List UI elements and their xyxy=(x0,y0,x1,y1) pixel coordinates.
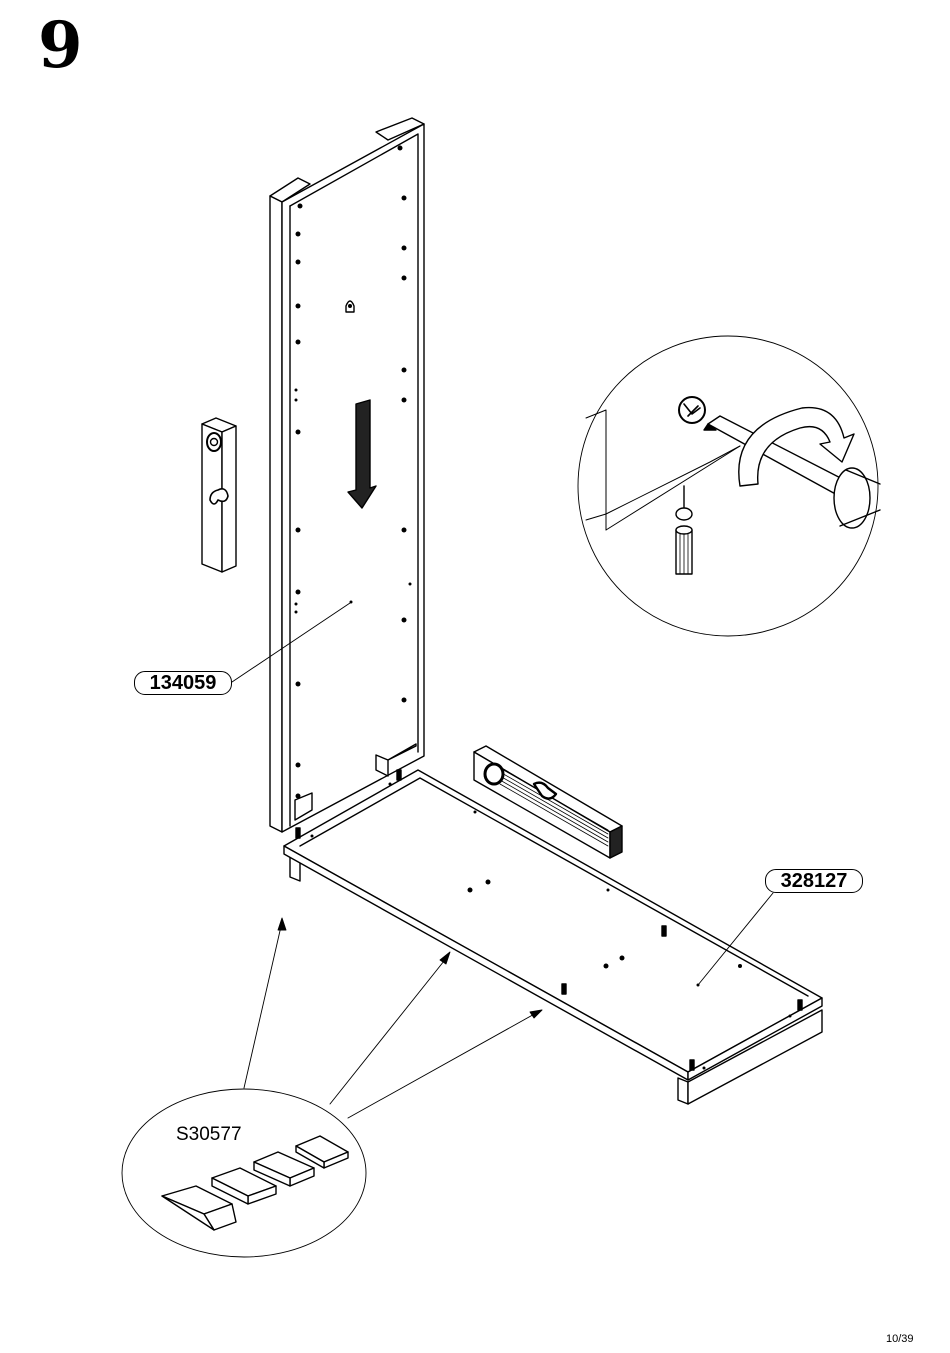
cam-lock-icon xyxy=(679,397,705,423)
page-number: 10/39 xyxy=(886,1333,914,1345)
step-number: 9 xyxy=(38,14,83,78)
fitting-part-label: S30577 xyxy=(176,1124,242,1146)
spirit-level-icon xyxy=(202,418,236,572)
side-panel-part-label: 134059 xyxy=(134,671,232,695)
base-panel-part-label: 328127 xyxy=(765,869,863,893)
detail-screwdriver xyxy=(578,336,880,636)
fitting-callout xyxy=(122,918,542,1257)
cam-lock-icon xyxy=(346,301,354,312)
side-panel xyxy=(270,118,424,832)
